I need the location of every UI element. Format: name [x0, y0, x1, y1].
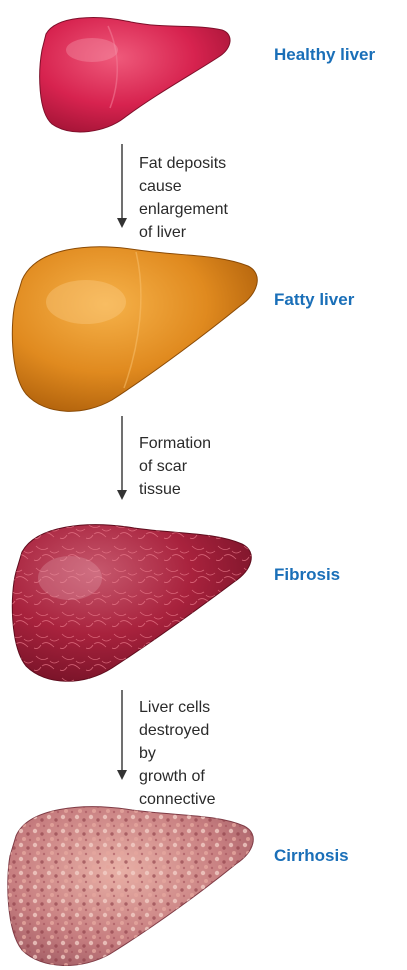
fatty-liver-image: [8, 240, 264, 416]
healthy-liver-image: [36, 12, 238, 138]
down-arrow-icon: [117, 144, 127, 230]
down-arrow-icon: [117, 690, 127, 782]
step-description: Fat deposits cause enlargement of liver: [139, 152, 228, 244]
cirrhosis-liver-image: [4, 800, 260, 970]
stage-label-healthy-liver: Healthy liver: [274, 45, 375, 65]
stage-healthy-liver: Healthy liver: [0, 0, 407, 140]
stage-label-fatty-liver: Fatty liver: [274, 290, 354, 310]
stage-label-cirrhosis: Cirrhosis: [274, 846, 349, 866]
down-arrow-icon: [117, 416, 127, 502]
step-description: Formation of scar tissue: [139, 432, 211, 501]
stage-fatty-liver: Fatty liver: [0, 232, 407, 418]
stage-label-fibrosis: Fibrosis: [274, 565, 340, 585]
stage-cirrhosis: Cirrhosis: [0, 792, 407, 968]
fibrosis-liver-image: [8, 520, 256, 686]
stage-fibrosis: Fibrosis: [0, 512, 407, 686]
